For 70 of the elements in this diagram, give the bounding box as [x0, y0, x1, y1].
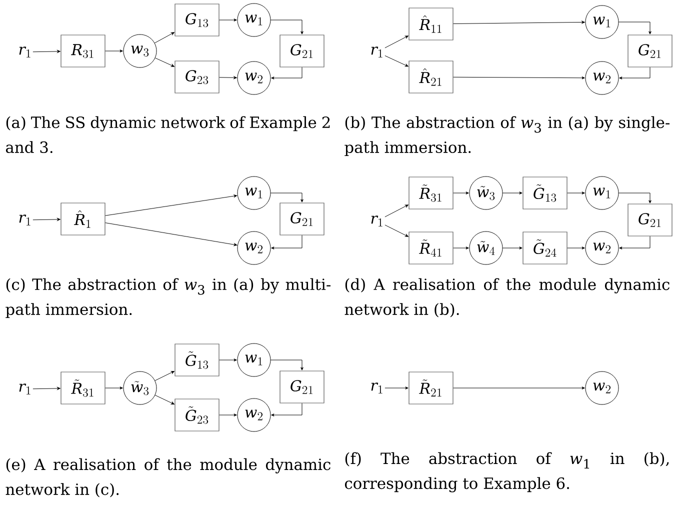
arrow	[384, 36, 408, 48]
arrow	[502, 246, 522, 250]
arrow	[154, 370, 174, 381]
arrow	[271, 67, 302, 80]
input-label: $r_{1}$	[371, 46, 382, 58]
arrow	[619, 236, 650, 250]
arrow	[105, 50, 123, 52]
block-box: $\hat{R}_{21}$	[408, 60, 454, 94]
arrow	[502, 192, 522, 194]
arrow	[453, 20, 585, 24]
block-box: $\hat{R}_{1}$	[60, 202, 106, 236]
arrow	[567, 192, 585, 194]
arrow	[270, 192, 304, 202]
arrow	[155, 58, 174, 67]
block-box: $G_{21}$	[628, 204, 672, 236]
arrow	[154, 394, 174, 404]
arrow	[270, 360, 304, 370]
arrow	[32, 218, 60, 221]
caption: (f) The abstraction of w$_{1}$ in (b), corresponding to Example 6.	[344, 452, 669, 492]
arrow	[384, 386, 408, 390]
arrow	[219, 358, 237, 362]
arrow	[618, 192, 652, 204]
input-label: $r_{1}$	[19, 46, 30, 58]
arrow	[453, 192, 469, 194]
input-label: $r_{1}$	[371, 382, 382, 394]
block-box: $\tilde{R}_{31}$	[408, 176, 454, 210]
arrow	[32, 387, 60, 390]
arrow	[453, 246, 469, 250]
input-label: $r_{1}$	[371, 216, 382, 226]
arrow	[219, 18, 237, 22]
input-label: $r_{1}$	[19, 214, 30, 226]
arrow	[270, 20, 304, 34]
arrow	[453, 386, 585, 390]
arrow	[154, 32, 174, 44]
block-box: $\tilde{G}_{13}$	[174, 344, 220, 376]
arrow	[105, 222, 238, 246]
arrow	[619, 67, 650, 80]
arrow	[219, 76, 237, 80]
block-box: $\tilde{R}_{41}$	[408, 232, 454, 264]
arrow	[567, 246, 585, 250]
block-box: $\tilde{R}_{21}$	[408, 372, 454, 404]
arrow	[384, 55, 408, 67]
caption: (c) The abstraction of w$_{3}$ in (a) by multi-path immersion.	[6, 278, 330, 318]
block-box: $G_{21}$	[280, 370, 324, 404]
block-box: $G_{21}$	[628, 34, 672, 68]
block-box: $G_{21}$	[280, 34, 324, 68]
caption: (a) The SS dynamic network of Example 2 and 3.	[6, 116, 330, 154]
arrow	[105, 194, 238, 216]
block-box: $\tilde{G}_{23}$	[174, 398, 220, 432]
caption: (b) The abstraction of w$_{3}$ in (a) by single-path immersion.	[344, 116, 670, 156]
caption: (d) A realisation of the module dynamic network in (b).	[344, 278, 670, 318]
block-box: $\hat{R}_{11}$	[408, 8, 454, 40]
arrow	[32, 50, 60, 53]
arrow	[453, 76, 585, 80]
block-box: $R_{31}$	[60, 34, 106, 68]
block-box: $G_{13}$	[174, 4, 220, 36]
arrow	[105, 386, 123, 390]
arrow	[618, 22, 652, 34]
block-box: $G_{21}$	[280, 202, 324, 236]
arrow	[271, 235, 302, 250]
arrow	[384, 204, 408, 218]
arrow	[384, 224, 408, 237]
block-box: $\tilde{G}_{24}$	[522, 232, 568, 264]
arrow	[271, 403, 302, 416]
caption: (e) A realisation of the module dynamic network in (c).	[6, 458, 330, 498]
input-label: $r_{1}$	[19, 384, 30, 394]
block-box: $G_{23}$	[174, 60, 220, 94]
block-box: $\tilde{G}_{13}$	[522, 176, 568, 210]
block-box: $\tilde{R}_{31}$	[60, 372, 106, 404]
arrow	[219, 414, 237, 416]
